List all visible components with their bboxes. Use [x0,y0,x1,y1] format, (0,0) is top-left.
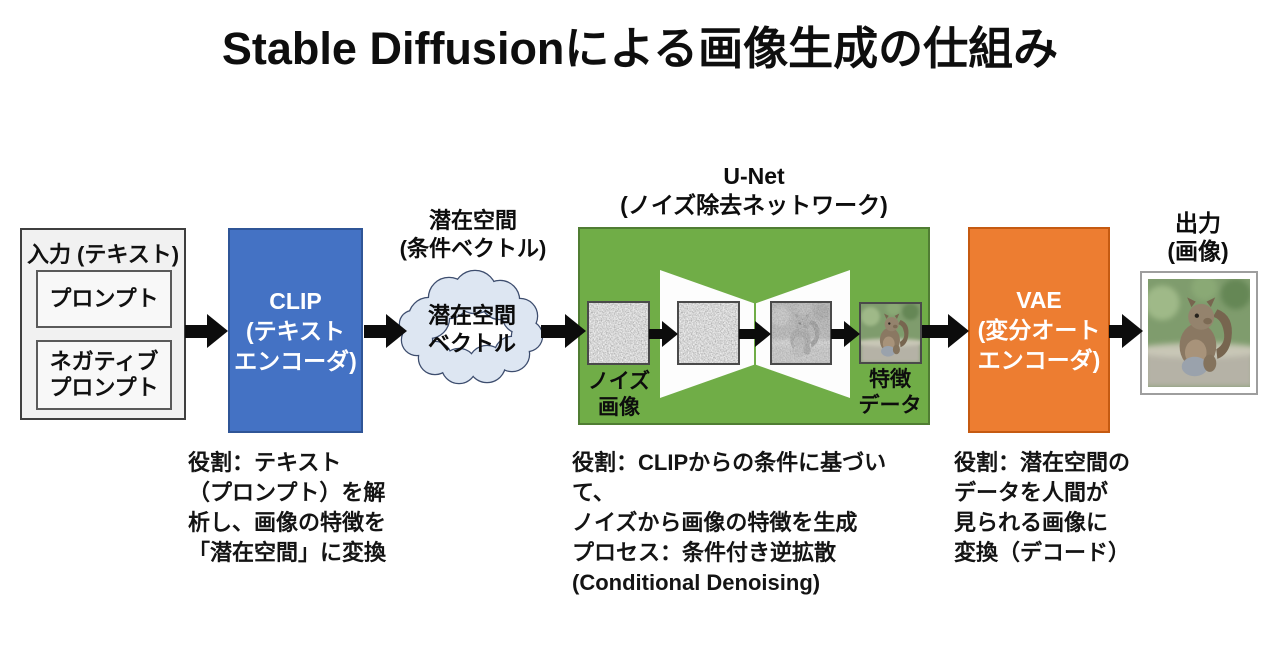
noise-image-label: ノイズ 画像 [587,370,651,419]
arrow-head-icon [565,314,586,348]
input-box-title: 入力 (テキスト) [26,242,180,267]
arrow-shaft [649,329,662,339]
latent-cloud: 潜在空間 ベクトル [397,266,547,394]
flow-arrow-input-to-clip [185,314,228,348]
noise-overlay [772,303,830,363]
denoising-image [770,301,832,365]
noise-texture [589,303,648,363]
arrow-shaft [185,324,207,338]
clip-encoder-box: CLIP (テキスト エンコーダ) [228,228,363,433]
arrow-shaft [922,324,948,338]
flow-arrow-vae-to-output [1109,314,1143,348]
arrow-head-icon [386,314,407,348]
arrow-head-icon [662,321,678,347]
clip-label: CLIP (テキスト エンコーダ) [234,287,357,374]
arrow-shaft [831,329,844,339]
output-caption: 出力 (画像) [1167,210,1229,264]
flow-arrow-clip-to-latent [364,314,407,348]
arrow-head-icon [948,314,969,348]
latent-space-caption: 潜在空間 (条件ベクトル) [399,208,547,261]
flow-arrow-latent-to-unet [541,314,586,348]
arrow-head-icon [755,321,771,347]
vae-label: VAE (変分オート エンコーダ) [977,287,1101,373]
arrow-head-icon [1122,314,1143,348]
squirrel-photo [1148,279,1250,387]
unet-caption: U-Net (ノイズ除去ネットワーク) [620,163,888,218]
prompt-box: プロンプト [36,270,172,328]
vae-description: 役割：潜在空間の データを人間が 見られる画像に 変換（デコード） [954,450,1131,565]
squirrel-image-small [861,304,920,362]
vae-decoder-box: VAE (変分オート エンコーダ) [968,227,1110,433]
arrow-shaft [739,329,755,339]
unet-arrow-3 [831,321,860,347]
unet-arrow-1 [649,321,678,347]
output-image-frame [1140,271,1258,395]
unet-arrow-2 [739,321,771,347]
latent-vector-label: 潜在空間 ベクトル [427,303,516,356]
input-text-box: 入力 (テキスト) プロンプト ネガティブ プロンプト [20,228,186,420]
flow-arrow-unet-to-vae [922,314,969,348]
prompt-label: プロンプト [49,286,159,311]
negative-prompt-label: ネガティブ プロンプト [49,349,159,400]
unet-description: 役割：CLIPからの条件に基づいて、 ノイズから画像の特徴を生成 プロセス：条件… [572,450,887,595]
feature-data-label: 特徴 データ [858,368,922,417]
negative-prompt-box: ネガティブ プロンプト [36,340,172,410]
arrow-shaft [541,324,565,338]
arrow-shaft [1109,324,1122,338]
clip-description: 役割：テキスト （プロンプト）を解 析し、画像の特徴を 「潜在空間」に変換 [188,450,387,565]
cloud-shape-icon [398,269,544,385]
page-title: Stable Diffusionによる画像生成の仕組み [221,23,1059,74]
arrow-shaft [364,324,386,338]
arrow-head-icon [844,321,860,347]
noise-texture [679,303,738,363]
unet-box: ノイズ 画像 特徴 データ [578,227,930,425]
noise-image-1 [587,301,650,365]
arrow-head-icon [207,314,228,348]
noise-image-2 [677,301,740,365]
feature-data-image [859,302,922,364]
